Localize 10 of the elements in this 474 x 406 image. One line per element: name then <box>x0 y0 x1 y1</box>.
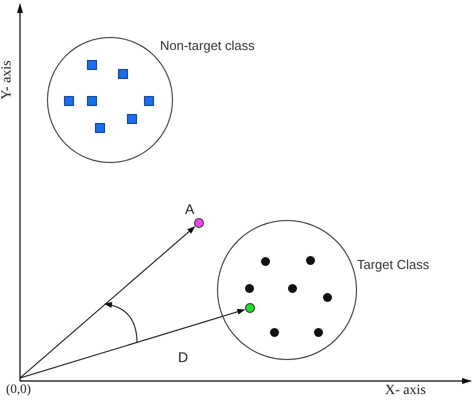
data-point <box>245 303 255 313</box>
axis-label: X- axis <box>385 384 426 398</box>
class-label: Non-target class <box>160 39 255 52</box>
point-label: A <box>185 202 194 216</box>
vector-arrow <box>20 308 246 378</box>
axis-label: Y- axis <box>0 60 15 100</box>
axis-label: D <box>178 350 188 364</box>
vector-arrow <box>20 226 196 378</box>
class-label: Target Class <box>357 258 430 271</box>
origin-label: (0,0) <box>6 382 31 395</box>
